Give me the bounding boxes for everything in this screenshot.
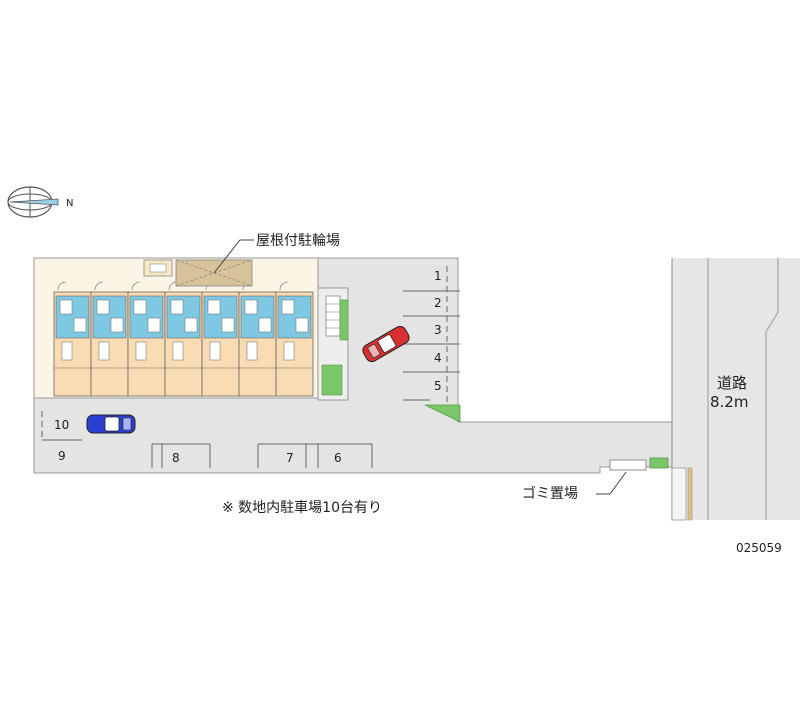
north-label: N [66, 198, 73, 209]
parking-space-4: 4 [434, 351, 442, 365]
road [671, 258, 800, 521]
parking-stalls [41, 266, 460, 468]
blue-car-icon [86, 414, 136, 434]
parking-space-1: 1 [434, 269, 442, 283]
garbage-area: ゴミ置場 [522, 459, 647, 502]
road-width-label: 8.2m [710, 393, 748, 411]
parking-space-2: 2 [434, 296, 442, 310]
road-label: 道路 [717, 374, 747, 392]
parking-space-5: 5 [434, 379, 442, 393]
parking-space-numbers: 1 2 3 4 5 6 7 8 9 10 [54, 269, 442, 465]
apartment-unit [53, 281, 92, 397]
parking-space-6: 6 [334, 451, 342, 465]
apartment-units [53, 281, 314, 397]
parking-note: ※ 数地内駐車場10台有り [222, 499, 382, 516]
garbage-area-label: ゴミ置場 [522, 485, 578, 502]
apartment-unit [127, 281, 166, 397]
apartment-unit [201, 281, 240, 397]
apartment-unit [275, 281, 314, 397]
property-code: 025059 [736, 541, 782, 555]
red-car-icon [362, 325, 410, 363]
bicycle-parking-label: 屋根付駐輪場 [256, 232, 340, 249]
north-arrow-compass-icon: N [7, 186, 73, 218]
bicycle-shelter: 屋根付駐輪場 [175, 232, 340, 287]
apartment-unit [90, 281, 129, 397]
apartment-unit [164, 281, 203, 397]
parking-space-3: 3 [434, 323, 442, 337]
parking-space-7: 7 [286, 451, 294, 465]
apartment-unit [238, 281, 277, 397]
planting-strip [649, 457, 669, 469]
parking-space-10: 10 [54, 418, 69, 432]
parking-space-9: 9 [58, 449, 66, 463]
parking-space-8: 8 [172, 451, 180, 465]
planting-strip [424, 404, 461, 423]
